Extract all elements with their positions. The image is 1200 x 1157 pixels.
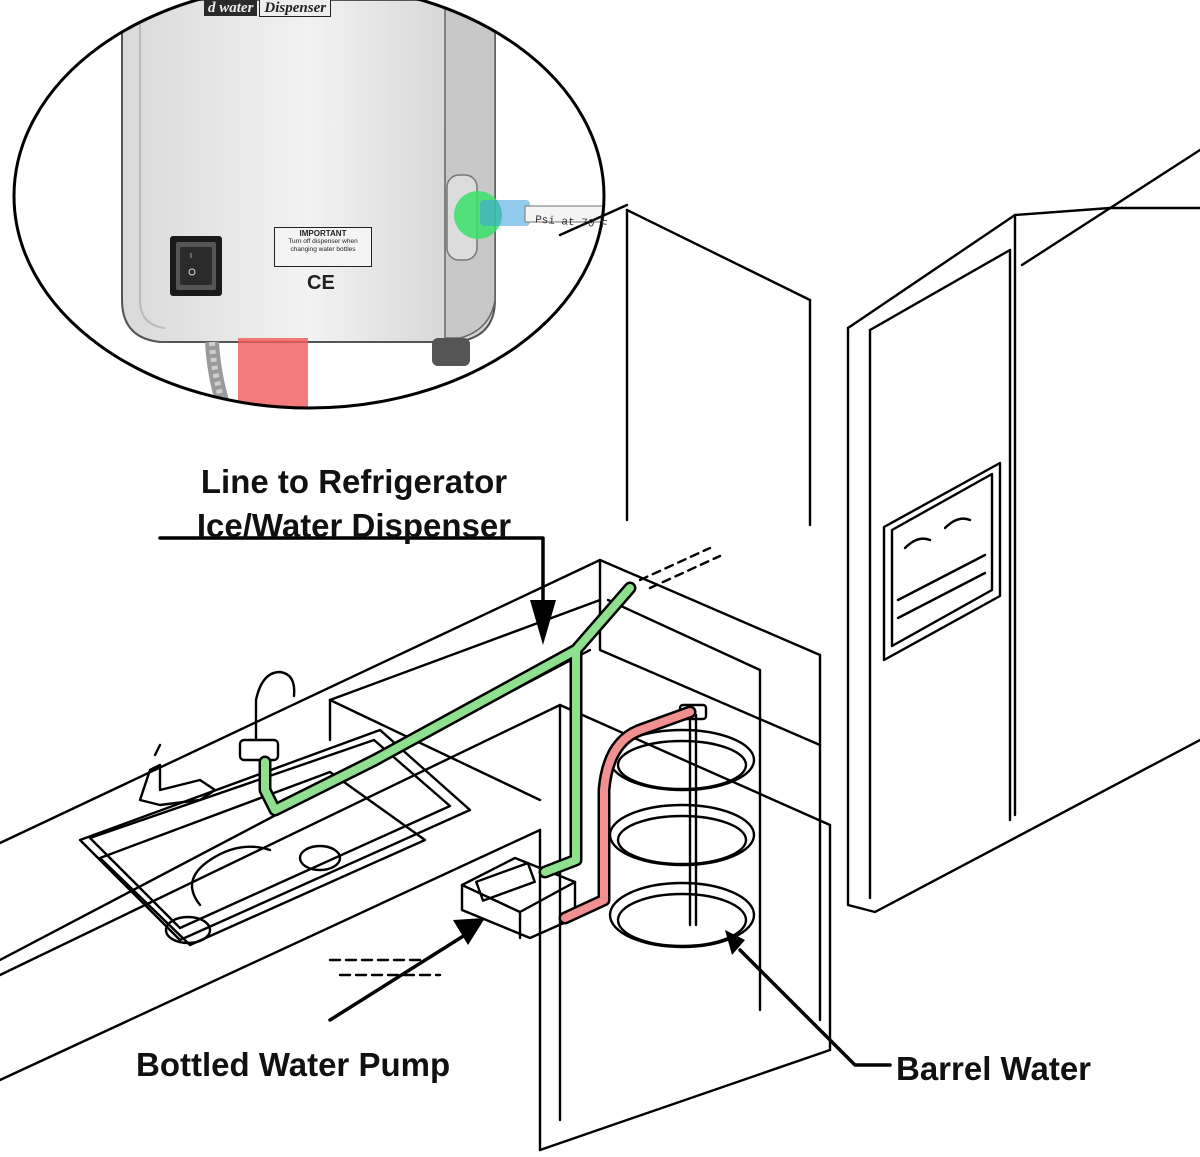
svg-text:I: I [190, 253, 192, 260]
leader-lines [158, 536, 892, 1067]
warning-sticker: IMPORTANT Turn off dispenser when changi… [274, 227, 372, 267]
inset-device-view: I [12, 0, 606, 410]
output-line [261, 584, 634, 876]
arrow-head-refrigerator [530, 600, 556, 645]
warning-title: IMPORTANT [299, 229, 347, 238]
label-refrigerator-line-1: Line to Refrigerator [200, 463, 508, 500]
arrow-head-barrel [725, 930, 745, 955]
label-refrigerator-line-2: Ice/Water Dispenser [196, 507, 512, 544]
inset-frame [12, 0, 606, 410]
label-pump: Bottled Water Pump [136, 1046, 451, 1083]
arrow-head-pump [453, 918, 485, 945]
ce-mark: CE [307, 272, 335, 294]
label-barrel-water: Barrel Water [896, 1050, 1092, 1087]
label-refrigerator-line: Line to Refrigerator Ice/Water Dispenser [162, 460, 546, 548]
inlet-highlight [238, 338, 308, 408]
input-line [561, 708, 694, 922]
warning-text-2: changing water bottles [290, 246, 356, 253]
power-switch: I [170, 236, 222, 296]
warning-text-1: Turn off dispenser when [288, 238, 358, 245]
